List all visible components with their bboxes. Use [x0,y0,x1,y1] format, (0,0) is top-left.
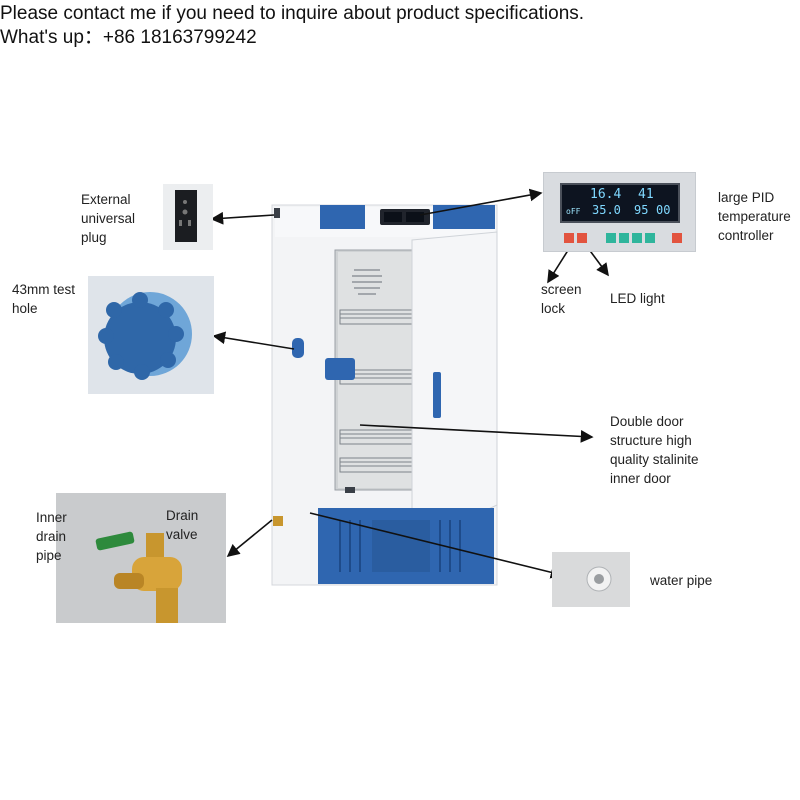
led-light-button[interactable] [577,233,587,243]
arrow-double-door [359,424,594,443]
top-blue-panel-left [320,205,365,229]
top-blue-panel-right [433,205,495,229]
display-bottom-right: 95 [634,203,649,217]
display-bottom-left: 35.0 [592,203,621,217]
controller-screen: 16.4 41 oFF 35.0 95 00 [560,183,680,223]
display-bottom-suffix: 00 [656,203,671,217]
drain-valve-spot [273,516,283,526]
test-hole-photo [88,276,214,394]
brass-valve-icon [56,493,226,623]
left-arrow-button[interactable] [619,233,629,243]
arrow-drain-valve [226,519,273,558]
outer-door [411,231,498,546]
down-arrow-button[interactable] [632,233,642,243]
test-hole-port [292,338,304,358]
door-handle [433,372,441,418]
display-top-right: 41 [638,187,654,202]
pid-controller-photo: 16.4 41 oFF 35.0 95 00 [543,172,696,252]
arrow-test-hole [212,331,295,350]
pipe-fitting-icon [586,566,612,592]
label-water-pipe: water pipe [650,573,713,588]
inner-door-latch [325,358,355,380]
display-bottom-prefix: oFF [566,207,581,216]
controller-buttons [564,233,684,245]
plug-photo [163,184,213,250]
arrow-water-pipe [309,512,564,579]
arrow-external-plug [210,211,275,225]
contact-header: Please contact me if you need to inquire… [0,2,584,50]
plug-socket-icon [175,190,197,242]
screen-lock-button[interactable] [564,233,574,243]
drain-valve-photo [56,493,226,623]
water-pipe-photo [552,552,630,607]
power-button[interactable] [672,233,682,243]
display-top-left: 16.4 [590,187,622,202]
side-plug-block [274,208,280,218]
arrow-pid-controller [419,188,543,216]
contact-line-2: What's up：+86 18163799242 [0,27,257,48]
fan-grille [352,269,382,295]
label-led-light: LED light [610,291,665,306]
contact-line-1: Please contact me if you need to inquire… [0,3,585,24]
menu-button[interactable] [606,233,616,243]
up-arrow-button[interactable] [645,233,655,243]
knob-cap-icon [98,292,192,380]
louver-slots [339,520,461,572]
